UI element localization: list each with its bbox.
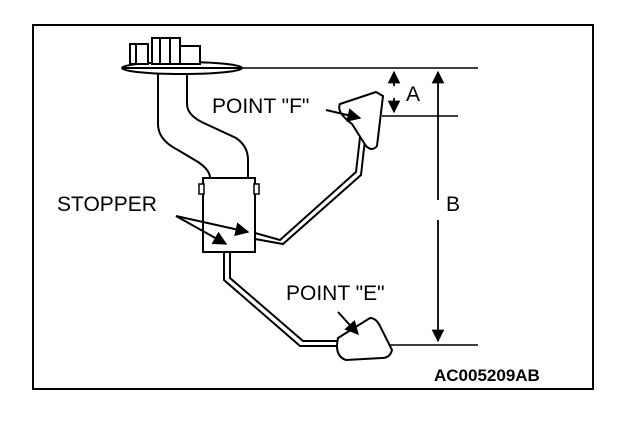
pump-flange [121,37,243,75]
point-f-label: POINT "F" [212,95,309,118]
point-f-leader [325,108,362,122]
leader-arrows [175,108,362,336]
figure-code: AC005209AB [434,366,540,385]
stopper-leader-1 [175,215,250,237]
float-arm-upper [254,119,368,246]
dimension-a-label: A [406,83,420,106]
pump-tube [157,74,249,179]
point-e-label: POINT "E" [286,282,385,305]
figure-border [32,24,594,390]
float-lower [336,316,394,362]
stopper-leader-2 [175,215,228,245]
float-upper [338,90,385,150]
stopper-block [198,177,260,253]
stopper-label: STOPPER [57,193,157,216]
dimension-b-label: B [446,193,460,216]
point-e-leader [337,311,359,336]
